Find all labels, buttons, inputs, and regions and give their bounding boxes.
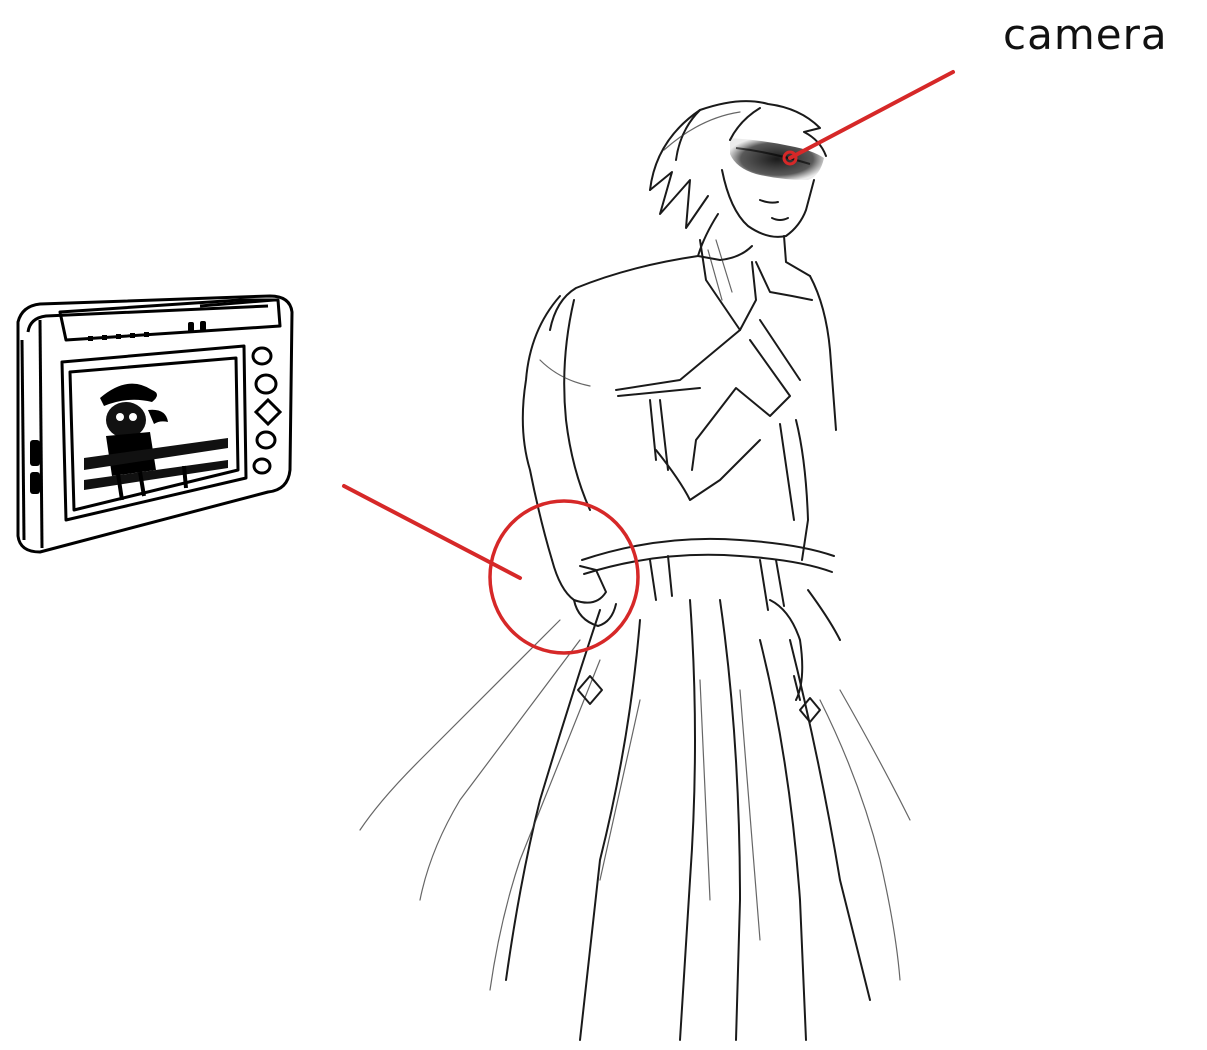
handheld-display-icon: [18, 296, 292, 552]
camera-label: camera: [1003, 10, 1168, 59]
hand-pointer-line: [344, 486, 520, 578]
callout-annotations: [344, 72, 953, 653]
person-sketch-icon: [360, 101, 910, 1040]
camera-pointer-line: [790, 72, 953, 158]
hand-highlight-circle: [490, 501, 638, 653]
camera-glasses-icon: [730, 138, 824, 180]
